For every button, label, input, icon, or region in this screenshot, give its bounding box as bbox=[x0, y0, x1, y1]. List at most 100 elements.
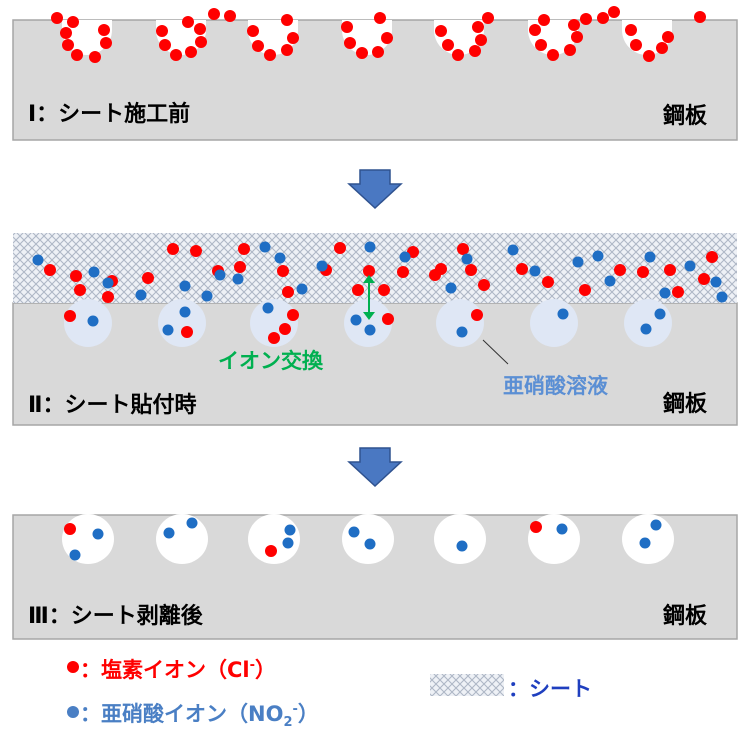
chloride-ion bbox=[662, 31, 674, 43]
legend-chloride-label: ：塩素イオン（Cl-） bbox=[80, 654, 276, 684]
chloride-ion bbox=[62, 39, 74, 51]
chloride-ion bbox=[252, 40, 264, 52]
legend-chloride-prefix: ：塩素イオン（Cl bbox=[80, 658, 250, 682]
nitrite-ion bbox=[284, 524, 296, 536]
nitrite-ion bbox=[684, 260, 696, 272]
chloride-ion bbox=[265, 545, 277, 557]
chloride-ion bbox=[170, 49, 182, 61]
solution-pit-panel-2 bbox=[624, 299, 672, 347]
chloride-ion bbox=[238, 243, 250, 255]
nitrite-ion bbox=[592, 250, 604, 262]
solution-pit-panel-2 bbox=[158, 299, 206, 347]
chloride-ion bbox=[372, 46, 384, 58]
chloride-ion bbox=[281, 44, 293, 56]
legend-nitrite-dot bbox=[67, 706, 79, 718]
chloride-ion bbox=[185, 46, 197, 58]
chloride-ion bbox=[71, 49, 83, 61]
pit-panel-3 bbox=[156, 514, 208, 564]
nitrite-ion bbox=[364, 324, 376, 336]
chloride-ion bbox=[529, 24, 541, 36]
nitrite-ion bbox=[135, 289, 147, 301]
down-arrow-icon bbox=[347, 447, 403, 488]
panel-2-label: Ⅱ：シート貼付時 bbox=[28, 393, 197, 418]
panel-3-label: Ⅲ：シート剥離後 bbox=[28, 604, 203, 629]
nitrite-ion bbox=[92, 528, 104, 540]
nitrite-ion bbox=[556, 523, 568, 535]
nitrite-ion bbox=[179, 306, 191, 318]
chloride-ion bbox=[580, 13, 592, 25]
ion-exchange-label: イオン交換 bbox=[218, 349, 323, 373]
nitrite-ion bbox=[296, 283, 308, 295]
pit-panel-3 bbox=[248, 514, 300, 564]
panel-3-plate-label: 鋼板 bbox=[663, 604, 708, 629]
nitrite-solution-label: 亜硝酸溶液 bbox=[503, 374, 608, 398]
chloride-ion bbox=[571, 31, 583, 43]
down-arrow-icon bbox=[347, 169, 403, 210]
nitrite-ion bbox=[69, 549, 81, 561]
chloride-ion bbox=[672, 286, 684, 298]
chloride-ion bbox=[471, 309, 483, 321]
legend-nitrite-prefix: ：亜硝酸イオン（NO bbox=[80, 702, 284, 726]
nitrite-ion bbox=[445, 282, 457, 294]
panel-1-plate-label: 鋼板 bbox=[663, 104, 708, 129]
chloride-ion bbox=[194, 23, 206, 35]
nitrite-ion bbox=[262, 302, 274, 314]
chloride-ion bbox=[374, 12, 386, 24]
nitrite-ion bbox=[456, 540, 468, 552]
chloride-ion bbox=[281, 14, 293, 26]
solution-pit-panel-2 bbox=[436, 299, 484, 347]
nitrite-ion bbox=[640, 323, 652, 335]
annotation-marks bbox=[363, 275, 509, 365]
chloride-ion bbox=[538, 14, 550, 26]
arrowhead-up bbox=[363, 275, 375, 283]
nitrite-ion bbox=[710, 276, 722, 288]
nitrite-ion bbox=[282, 537, 294, 549]
chloride-ion bbox=[478, 279, 490, 291]
chloride-ion bbox=[457, 243, 469, 255]
panel-1-label: Ⅰ：シート施工前 bbox=[28, 102, 191, 127]
nitrite-ion bbox=[644, 251, 656, 263]
chloride-ion bbox=[89, 51, 101, 63]
adhesive-sheet bbox=[13, 233, 737, 303]
chloride-ion bbox=[435, 263, 447, 275]
nitrite-ion bbox=[348, 526, 360, 538]
chloride-ion bbox=[516, 263, 528, 275]
pit-panel-3 bbox=[434, 514, 486, 564]
chloride-ion bbox=[287, 309, 299, 321]
chloride-ion bbox=[98, 24, 110, 36]
chloride-ion bbox=[381, 32, 393, 44]
nitrite-ion bbox=[507, 244, 519, 256]
chloride-ion bbox=[100, 37, 112, 49]
chloride-ion bbox=[64, 523, 76, 535]
chloride-ion bbox=[579, 284, 591, 296]
nitrite-ion bbox=[232, 273, 244, 285]
chloride-ion bbox=[397, 266, 409, 278]
chloride-ion bbox=[51, 12, 63, 24]
nitrite-ion bbox=[650, 519, 662, 531]
legend-nitrite-label: ：亜硝酸イオン（NO2-） bbox=[80, 698, 319, 730]
chloride-ion bbox=[352, 284, 364, 296]
nitrite-ion bbox=[201, 290, 213, 302]
legend-nitrite-suffix: ） bbox=[297, 702, 319, 726]
nitrite-ion bbox=[186, 517, 198, 529]
chloride-ion bbox=[435, 25, 447, 37]
panel-2-plate-label: 鋼板 bbox=[663, 392, 708, 417]
chloride-ion bbox=[208, 8, 220, 20]
chloride-ion bbox=[247, 25, 259, 37]
nitrite-ion bbox=[604, 275, 616, 287]
chloride-ion bbox=[625, 24, 637, 36]
chloride-ion bbox=[44, 264, 56, 276]
nitrite-ion bbox=[639, 537, 651, 549]
nitrite-ion bbox=[557, 308, 569, 320]
chloride-ion bbox=[608, 6, 620, 18]
chloride-ion bbox=[706, 251, 718, 263]
chloride-ion bbox=[264, 49, 276, 61]
chloride-ion bbox=[277, 265, 289, 277]
nitrite-ion bbox=[529, 265, 541, 277]
nitrite-ion bbox=[364, 241, 376, 253]
chloride-ion bbox=[378, 284, 390, 296]
chloride-ion bbox=[472, 21, 484, 33]
chloride-ion bbox=[64, 310, 76, 322]
